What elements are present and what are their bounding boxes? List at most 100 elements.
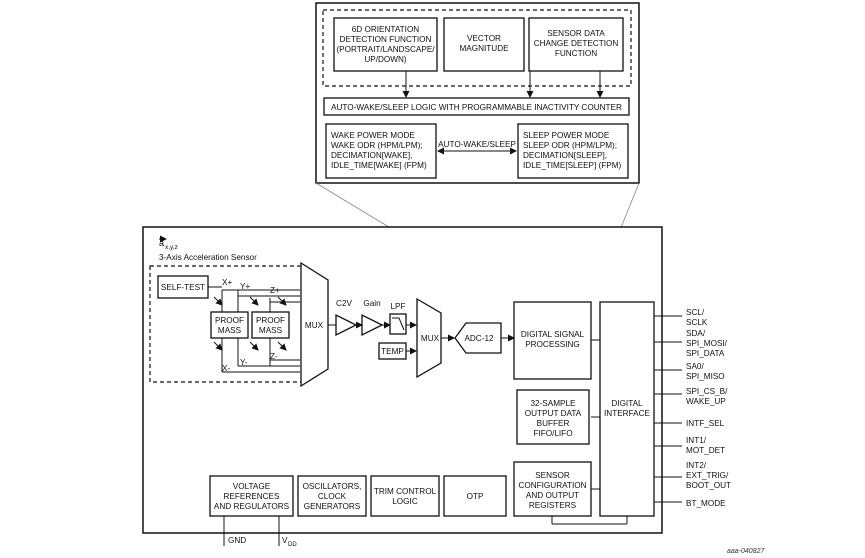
- svg-text:PROCESSING: PROCESSING: [525, 340, 580, 349]
- pin-int1-2: MOT_DET: [686, 446, 725, 455]
- pin-intf-sel: INTF_SEL: [686, 419, 725, 428]
- sdcd-line-3: FUNCTION: [555, 49, 597, 58]
- svg-text:SENSOR: SENSOR: [535, 471, 570, 480]
- vector-line-2: MAGNITUDE: [459, 44, 509, 53]
- svg-text:OUTPUT DATA: OUTPUT DATA: [525, 409, 582, 418]
- svg-text:PROOF: PROOF: [215, 316, 244, 325]
- pin-int1-1: INT1/: [686, 436, 707, 445]
- vdd-subscript: DD: [288, 542, 297, 548]
- pin-int2-2: EXT_TRIG/: [686, 471, 729, 480]
- trim-control-block: TRIM CONTROL LOGIC: [370, 475, 440, 517]
- svg-text:CONFIGURATION: CONFIGURATION: [518, 481, 586, 490]
- svg-text:GENERATORS: GENERATORS: [304, 502, 361, 511]
- gnd-label: GND: [228, 536, 246, 545]
- self-test-block: SELF-TEST: [157, 275, 209, 299]
- pin-sda-2: SPI_MOSI/: [686, 339, 728, 348]
- svg-text:MUX: MUX: [305, 321, 324, 330]
- pin-scl-1: SCL/: [686, 308, 705, 317]
- sensor-config-block: SENSOR CONFIGURATION AND OUTPUT REGISTER…: [513, 461, 592, 517]
- temp-block: TEMP: [378, 342, 407, 360]
- label-z-plus: Z+: [270, 286, 280, 295]
- label-x-plus: X+: [222, 278, 232, 287]
- svg-text:REFERENCES: REFERENCES: [224, 492, 280, 501]
- svg-text:MASS: MASS: [259, 326, 283, 335]
- wake-line-1: WAKE POWER MODE: [331, 131, 415, 140]
- function-detail-panel: 6D ORIENTATION DETECTION FUNCTION (PORTR…: [315, 2, 640, 184]
- orientation-line-2: DETECTION FUNCTION: [340, 35, 432, 44]
- pin-int2-3: BOOT_OUT: [686, 481, 731, 490]
- svg-text:FIFO/LIFO: FIFO/LIFO: [533, 429, 572, 438]
- orientation-detection-block: 6D ORIENTATION DETECTION FUNCTION (PORTR…: [333, 17, 438, 72]
- svg-text:SELF-TEST: SELF-TEST: [161, 283, 205, 292]
- vector-magnitude-block: VECTOR MAGNITUDE: [443, 17, 525, 72]
- sdcd-line-1: SENSOR DATA: [547, 29, 605, 38]
- svg-text:DIGITAL SIGNAL: DIGITAL SIGNAL: [521, 330, 585, 339]
- orientation-line-4: UP/DOWN): [364, 55, 407, 64]
- svg-text:CLOCK: CLOCK: [318, 492, 347, 501]
- wake-line-2: WAKE ODR (HPM/LPM);: [331, 141, 423, 150]
- svg-text:MUX: MUX: [421, 334, 440, 343]
- wake-line-3: DECIMATION[WAKE],: [331, 151, 412, 160]
- pin-sa0-2: SPI_MISO: [686, 372, 725, 381]
- c2v-amp: [335, 313, 358, 337]
- pin-sda-1: SDA/: [686, 329, 706, 338]
- label-z-minus: Z-: [270, 352, 278, 361]
- adc-block: ADC-12: [454, 322, 502, 354]
- svg-text:OTP: OTP: [467, 492, 484, 501]
- orientation-line-1: 6D ORIENTATION: [352, 25, 420, 34]
- svg-text:x,y,z: x,y,z: [165, 244, 178, 251]
- otp-block: OTP: [443, 475, 507, 517]
- svg-text:REGISTERS: REGISTERS: [529, 501, 577, 510]
- label-y-minus: Y-: [240, 358, 248, 367]
- pin-sda-3: SPI_DATA: [686, 349, 725, 358]
- external-pins: SCL/ SCLK SDA/ SPI_MOSI/ SPI_DATA SA0/ S…: [654, 308, 731, 508]
- dsp-block: DIGITAL SIGNAL PROCESSING: [513, 301, 592, 380]
- label-x-minus: X-: [222, 364, 230, 373]
- svg-text:AND REGULATORS: AND REGULATORS: [214, 502, 290, 511]
- sensor-title: 3-Axis Acceleration Sensor: [159, 253, 257, 262]
- proof-mass-left: PROOF MASS: [210, 311, 249, 339]
- svg-text:PROOF: PROOF: [256, 316, 285, 325]
- svg-text:a: a: [159, 238, 164, 248]
- mux-sensor: MUX: [300, 261, 329, 388]
- pin-int2-1: INT2/: [686, 461, 707, 470]
- oscillators-block: OSCILLATORS, CLOCK GENERATORS: [297, 475, 367, 517]
- internal-buses: [551, 339, 628, 525]
- autowake-logic-label: AUTO-WAKE/SLEEP LOGIC WITH PROGRAMMABLE …: [331, 103, 622, 112]
- proof-mass-right: PROOF MASS: [251, 311, 290, 339]
- sdcd-line-2: CHANGE DETECTION: [534, 39, 619, 48]
- svg-text:TRIM CONTROL: TRIM CONTROL: [374, 487, 437, 496]
- axis-label: a x,y,z: [159, 235, 178, 251]
- vdd-label: V: [282, 536, 288, 545]
- orientation-line-3: (PORTRAIT/LANDSCAPE/: [336, 45, 435, 54]
- sleep-line-4: IDLE_TIME[SLEEP] (FPM): [523, 161, 622, 170]
- vector-line-1: VECTOR: [467, 34, 501, 43]
- gain-amp: [361, 313, 384, 337]
- fifo-block: 32-SAMPLE OUTPUT DATA BUFFER FIFO/LIFO: [516, 389, 590, 445]
- svg-text:AND OUTPUT: AND OUTPUT: [526, 491, 579, 500]
- svg-text:VOLTAGE: VOLTAGE: [233, 482, 271, 491]
- autowake-logic-bar: AUTO-WAKE/SLEEP LOGIC WITH PROGRAMMABLE …: [323, 97, 630, 116]
- svg-text:DIGITAL: DIGITAL: [611, 399, 643, 408]
- sleep-mode-block: SLEEP POWER MODE SLEEP ODR (HPM/LPM); DE…: [517, 123, 629, 179]
- gain-label: Gain: [363, 299, 381, 308]
- svg-text:ADC-12: ADC-12: [464, 334, 494, 343]
- wake-line-4: IDLE_TIME[WAKE] (FPM): [331, 161, 427, 170]
- sleep-line-3: DECIMATION[SLEEP],: [523, 151, 607, 160]
- wake-mode-block: WAKE POWER MODE WAKE ODR (HPM/LPM); DECI…: [325, 123, 437, 179]
- figure-id: aaa-040827: [727, 548, 765, 555]
- sdcd-block: SENSOR DATA CHANGE DETECTION FUNCTION: [528, 17, 624, 72]
- svg-text:OSCILLATORS,: OSCILLATORS,: [303, 482, 362, 491]
- svg-text:32-SAMPLE: 32-SAMPLE: [530, 399, 576, 408]
- pin-cs-1: SPI_CS_B/: [686, 387, 728, 396]
- pin-scl-2: SCLK: [686, 318, 708, 327]
- pin-bt-mode: BT_MODE: [686, 499, 726, 508]
- voltage-ref-block: VOLTAGE REFERENCES AND REGULATORS: [209, 475, 294, 517]
- sleep-line-1: SLEEP POWER MODE: [523, 131, 610, 140]
- svg-text:INTERFACE: INTERFACE: [604, 409, 650, 418]
- svg-text:TEMP: TEMP: [381, 347, 404, 356]
- pin-sa0-1: SA0/: [686, 362, 704, 371]
- pin-cs-2: WAKE_UP: [686, 397, 726, 406]
- lpf-block: [389, 313, 407, 335]
